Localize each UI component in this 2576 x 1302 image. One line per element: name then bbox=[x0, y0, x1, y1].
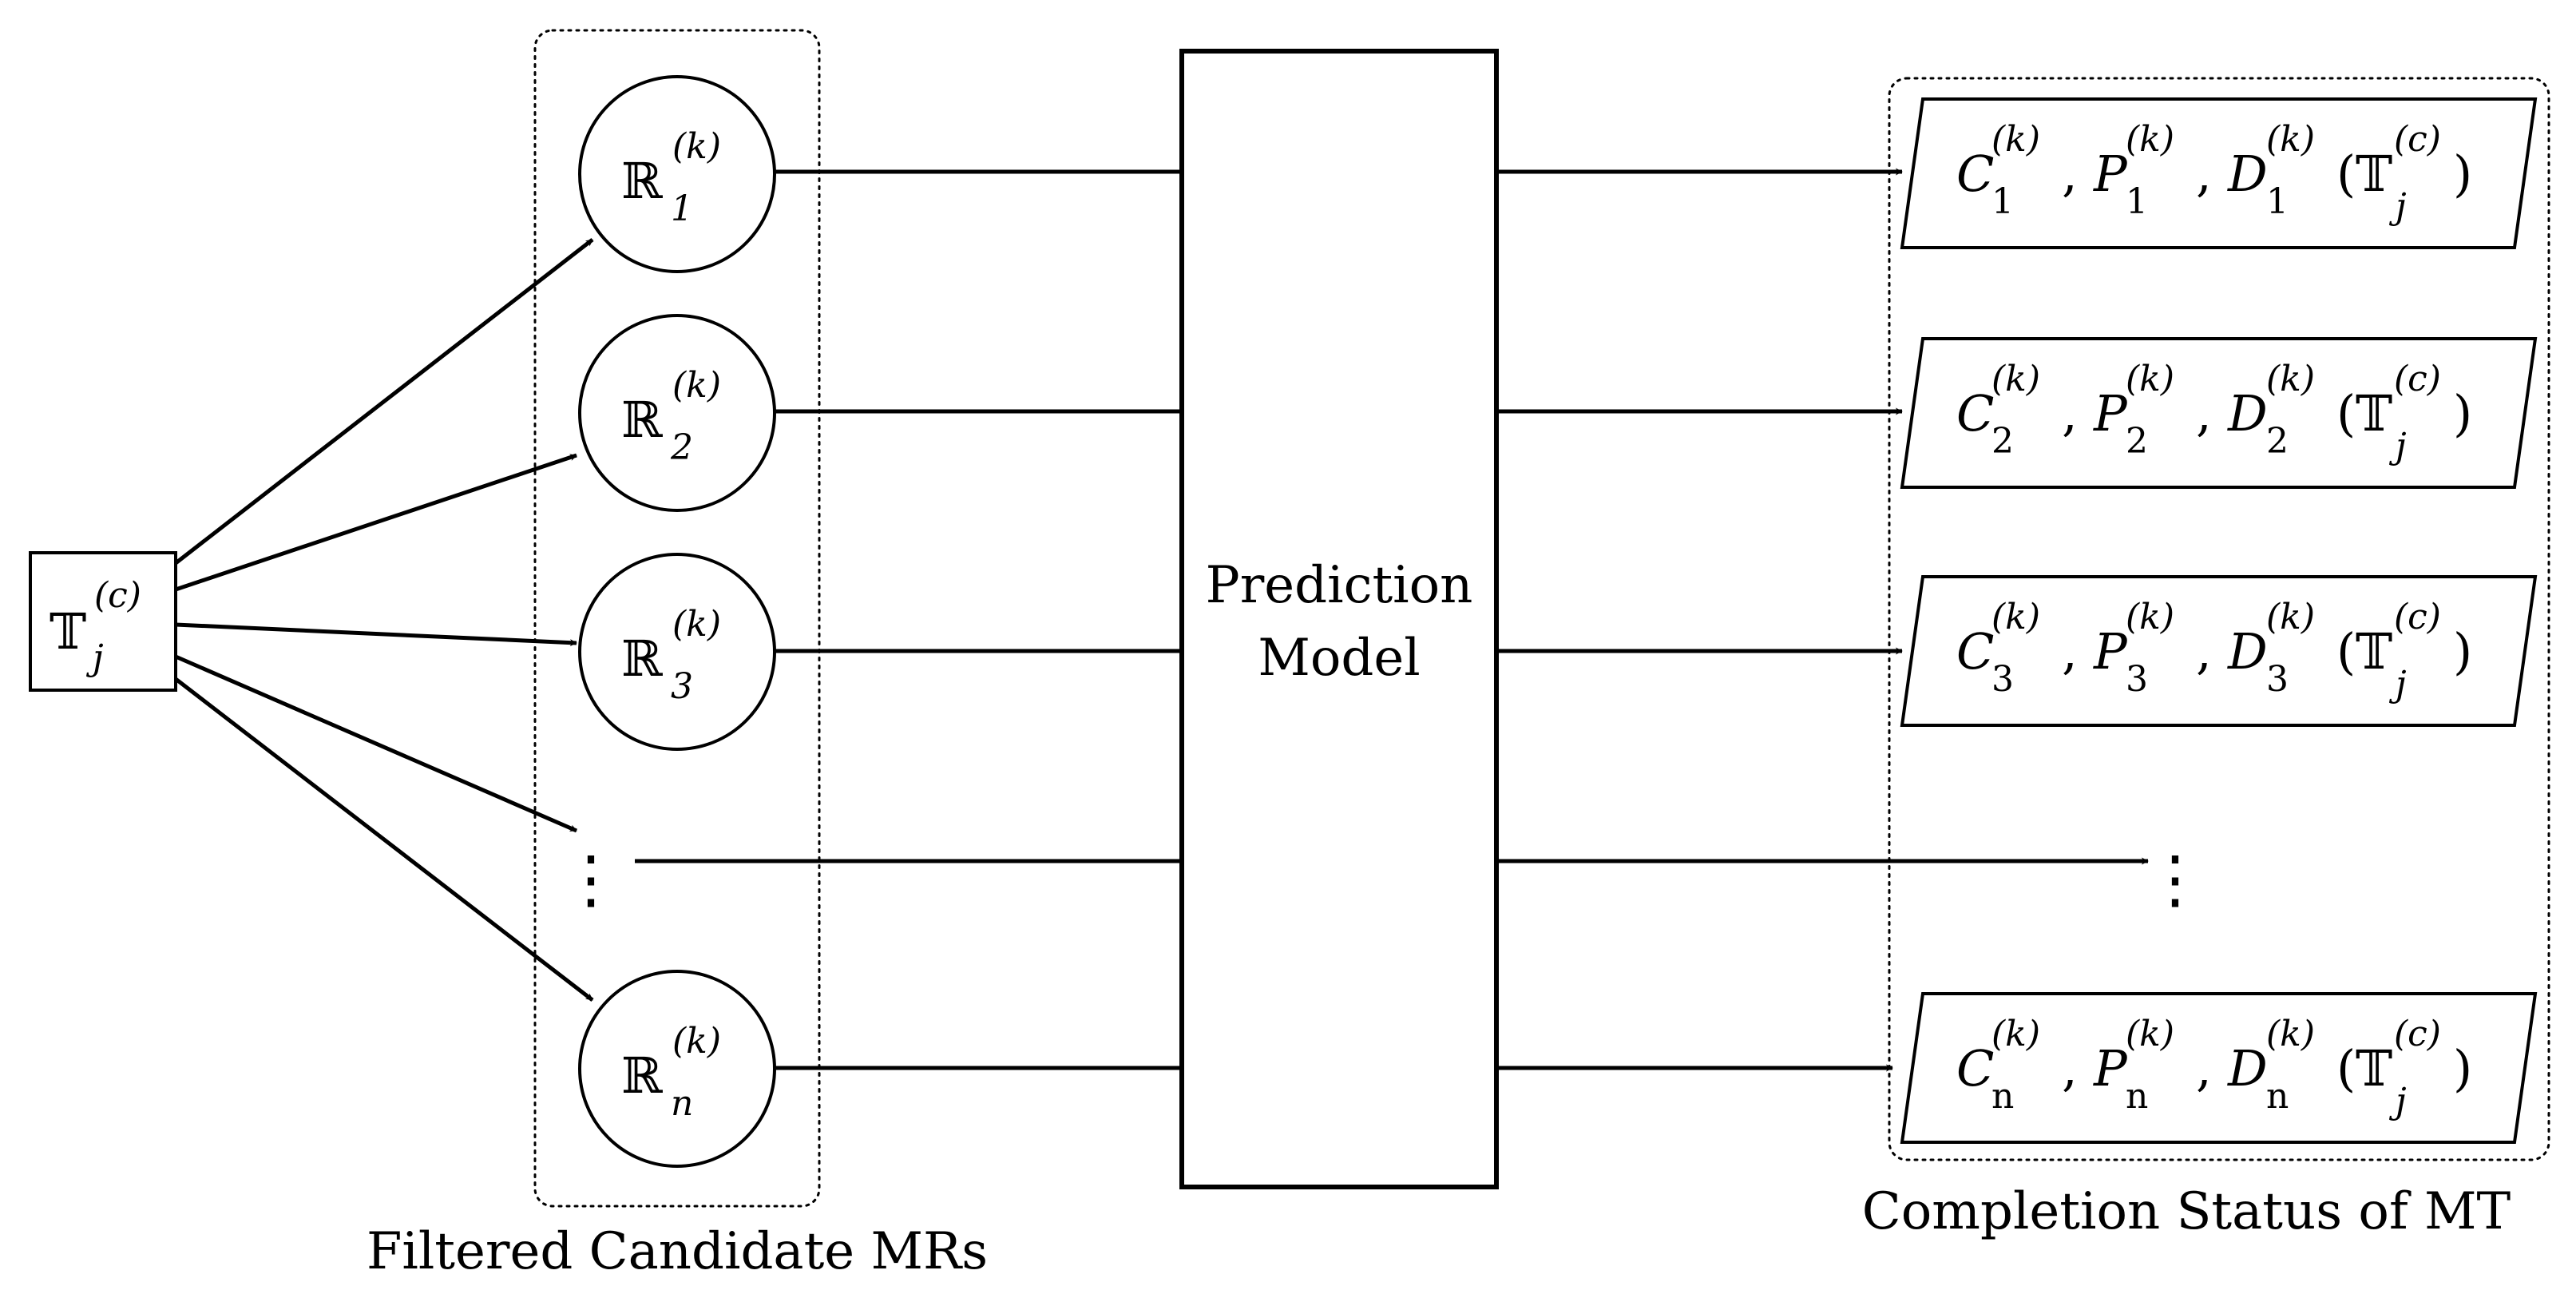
output-d-sup: (k) bbox=[2266, 359, 2315, 399]
output-p-sub: n bbox=[2126, 1076, 2148, 1117]
output-d: D bbox=[2227, 384, 2268, 443]
candidate-2-symbol: ℝ bbox=[621, 391, 663, 449]
output-p-sup: (k) bbox=[2126, 119, 2174, 160]
output-p-sup: (k) bbox=[2126, 597, 2174, 637]
output-d-sub: 3 bbox=[2266, 659, 2289, 700]
output-c-sub: n bbox=[1991, 1076, 2014, 1117]
output-c-sub: 1 bbox=[1991, 181, 2014, 222]
output-c: C bbox=[1956, 145, 1994, 203]
prediction-model-box: Prediction Model bbox=[1179, 49, 1499, 1189]
output-c-sub: 3 bbox=[1991, 659, 2014, 700]
output-comma-2: , bbox=[2196, 145, 2212, 203]
candidate-3-sub: 3 bbox=[671, 666, 693, 707]
candidates-label: Filtered Candidate MRs bbox=[367, 1222, 988, 1281]
input-arrows bbox=[174, 238, 594, 1002]
output-c-sub: 2 bbox=[1991, 421, 2014, 462]
output-p-sub: 1 bbox=[2126, 181, 2148, 222]
output-p-sub: 3 bbox=[2126, 659, 2148, 700]
candidate-node-n: ℝ (k) n bbox=[578, 970, 776, 1168]
output-d-sub: 2 bbox=[2266, 421, 2289, 462]
output-comma-2: , bbox=[2196, 1039, 2212, 1098]
output-ellipsis: ⋮ bbox=[2143, 842, 2207, 916]
outputs-layer: C(k)1,P(k)1,D(k)1(𝕋(c)j)C(k)2,P(k)2,D(k)… bbox=[1900, 97, 2538, 1144]
output-t-sup: (c) bbox=[2394, 1014, 2441, 1054]
output-t: 𝕋 bbox=[2356, 622, 2392, 681]
output-comma-1: , bbox=[2062, 384, 2078, 443]
output-close-paren: ) bbox=[2453, 622, 2472, 681]
candidate-3-sup: (k) bbox=[672, 604, 721, 645]
candidate-1-sup: (k) bbox=[672, 126, 721, 167]
candidate-node-1: ℝ (k) 1 bbox=[578, 75, 776, 273]
output-c-sup: (k) bbox=[1991, 359, 2040, 399]
output-comma-1: , bbox=[2062, 145, 2078, 203]
output-d: D bbox=[2227, 1039, 2268, 1098]
candidate-2-sub: 2 bbox=[670, 427, 693, 468]
output-open-paren: ( bbox=[2336, 1039, 2356, 1098]
output-node-1: C(k)1,P(k)1,D(k)1(𝕋(c)j) bbox=[1900, 97, 2538, 249]
output-c-sup: (k) bbox=[1991, 597, 2040, 637]
output-open-paren: ( bbox=[2336, 622, 2356, 681]
output-close-paren: ) bbox=[2453, 1039, 2472, 1098]
output-comma-2: , bbox=[2196, 384, 2212, 443]
candidate-node-3: ℝ (k) 3 bbox=[578, 553, 776, 751]
model-label-line2: Model bbox=[1258, 629, 1420, 688]
output-open-paren: ( bbox=[2336, 145, 2356, 203]
candidate-ellipsis: ⋮ bbox=[559, 842, 623, 916]
output-comma-1: , bbox=[2062, 622, 2078, 681]
candidate-1-symbol: ℝ bbox=[621, 152, 663, 210]
output-p: P bbox=[2093, 384, 2128, 443]
output-p: P bbox=[2093, 622, 2128, 681]
candidate-1-sub: 1 bbox=[671, 189, 693, 229]
output-close-paren: ) bbox=[2453, 384, 2472, 443]
output-p: P bbox=[2093, 145, 2128, 203]
output-open-paren: ( bbox=[2336, 384, 2356, 443]
output-p-sub: 2 bbox=[2126, 421, 2148, 462]
output-c-sup: (k) bbox=[1991, 1014, 2040, 1054]
output-d-sub: 1 bbox=[2266, 181, 2289, 222]
model-label-line1: Prediction bbox=[1206, 556, 1473, 615]
candidates-group-border bbox=[533, 29, 821, 1208]
candidate-n-sub: n bbox=[671, 1083, 693, 1124]
output-p-sup: (k) bbox=[2126, 1014, 2174, 1054]
candidate-n-sup: (k) bbox=[672, 1021, 721, 1062]
input-node: 𝕋 (c) j bbox=[29, 551, 177, 692]
output-d: D bbox=[2227, 145, 2268, 203]
outputs-group-border bbox=[1888, 77, 2550, 1161]
output-node-n: C(k)n,P(k)n,D(k)n(𝕋(c)j) bbox=[1900, 992, 2538, 1144]
output-d: D bbox=[2227, 622, 2268, 681]
candidate-to-model-lines bbox=[635, 169, 1182, 1070]
output-t: 𝕋 bbox=[2356, 384, 2392, 443]
output-t: 𝕋 bbox=[2356, 145, 2392, 203]
output-p-sup: (k) bbox=[2126, 359, 2174, 399]
output-node-2: C(k)2,P(k)2,D(k)2(𝕋(c)j) bbox=[1900, 337, 2538, 489]
output-t-sup: (c) bbox=[2394, 359, 2441, 399]
output-t-sup: (c) bbox=[2394, 119, 2441, 160]
output-c: C bbox=[1956, 1039, 1994, 1098]
input-symbol: 𝕋 bbox=[50, 602, 86, 661]
output-close-paren: ) bbox=[2453, 145, 2472, 203]
output-d-sup: (k) bbox=[2266, 119, 2315, 160]
candidate-n-symbol: ℝ bbox=[621, 1046, 663, 1105]
outputs-label: Completion Status of MT bbox=[1862, 1182, 2511, 1241]
output-t-sup: (c) bbox=[2394, 597, 2441, 637]
model-to-output-arrows bbox=[1496, 168, 2149, 1072]
output-t: 𝕋 bbox=[2356, 1039, 2392, 1098]
candidate-node-2: ℝ (k) 2 bbox=[578, 314, 776, 512]
input-sup: (c) bbox=[94, 575, 141, 616]
output-d-sup: (k) bbox=[2266, 597, 2315, 637]
output-d-sup: (k) bbox=[2266, 1014, 2315, 1054]
candidate-3-symbol: ℝ bbox=[621, 629, 663, 688]
output-c-sup: (k) bbox=[1991, 119, 2040, 160]
output-p: P bbox=[2093, 1039, 2128, 1098]
candidate-2-sup: (k) bbox=[672, 365, 721, 406]
output-d-sub: n bbox=[2266, 1076, 2289, 1117]
output-comma-2: , bbox=[2196, 622, 2212, 681]
output-node-3: C(k)3,P(k)3,D(k)3(𝕋(c)j) bbox=[1900, 575, 2538, 727]
output-c: C bbox=[1956, 622, 1994, 681]
output-c: C bbox=[1956, 384, 1994, 443]
output-comma-1: , bbox=[2062, 1039, 2078, 1098]
